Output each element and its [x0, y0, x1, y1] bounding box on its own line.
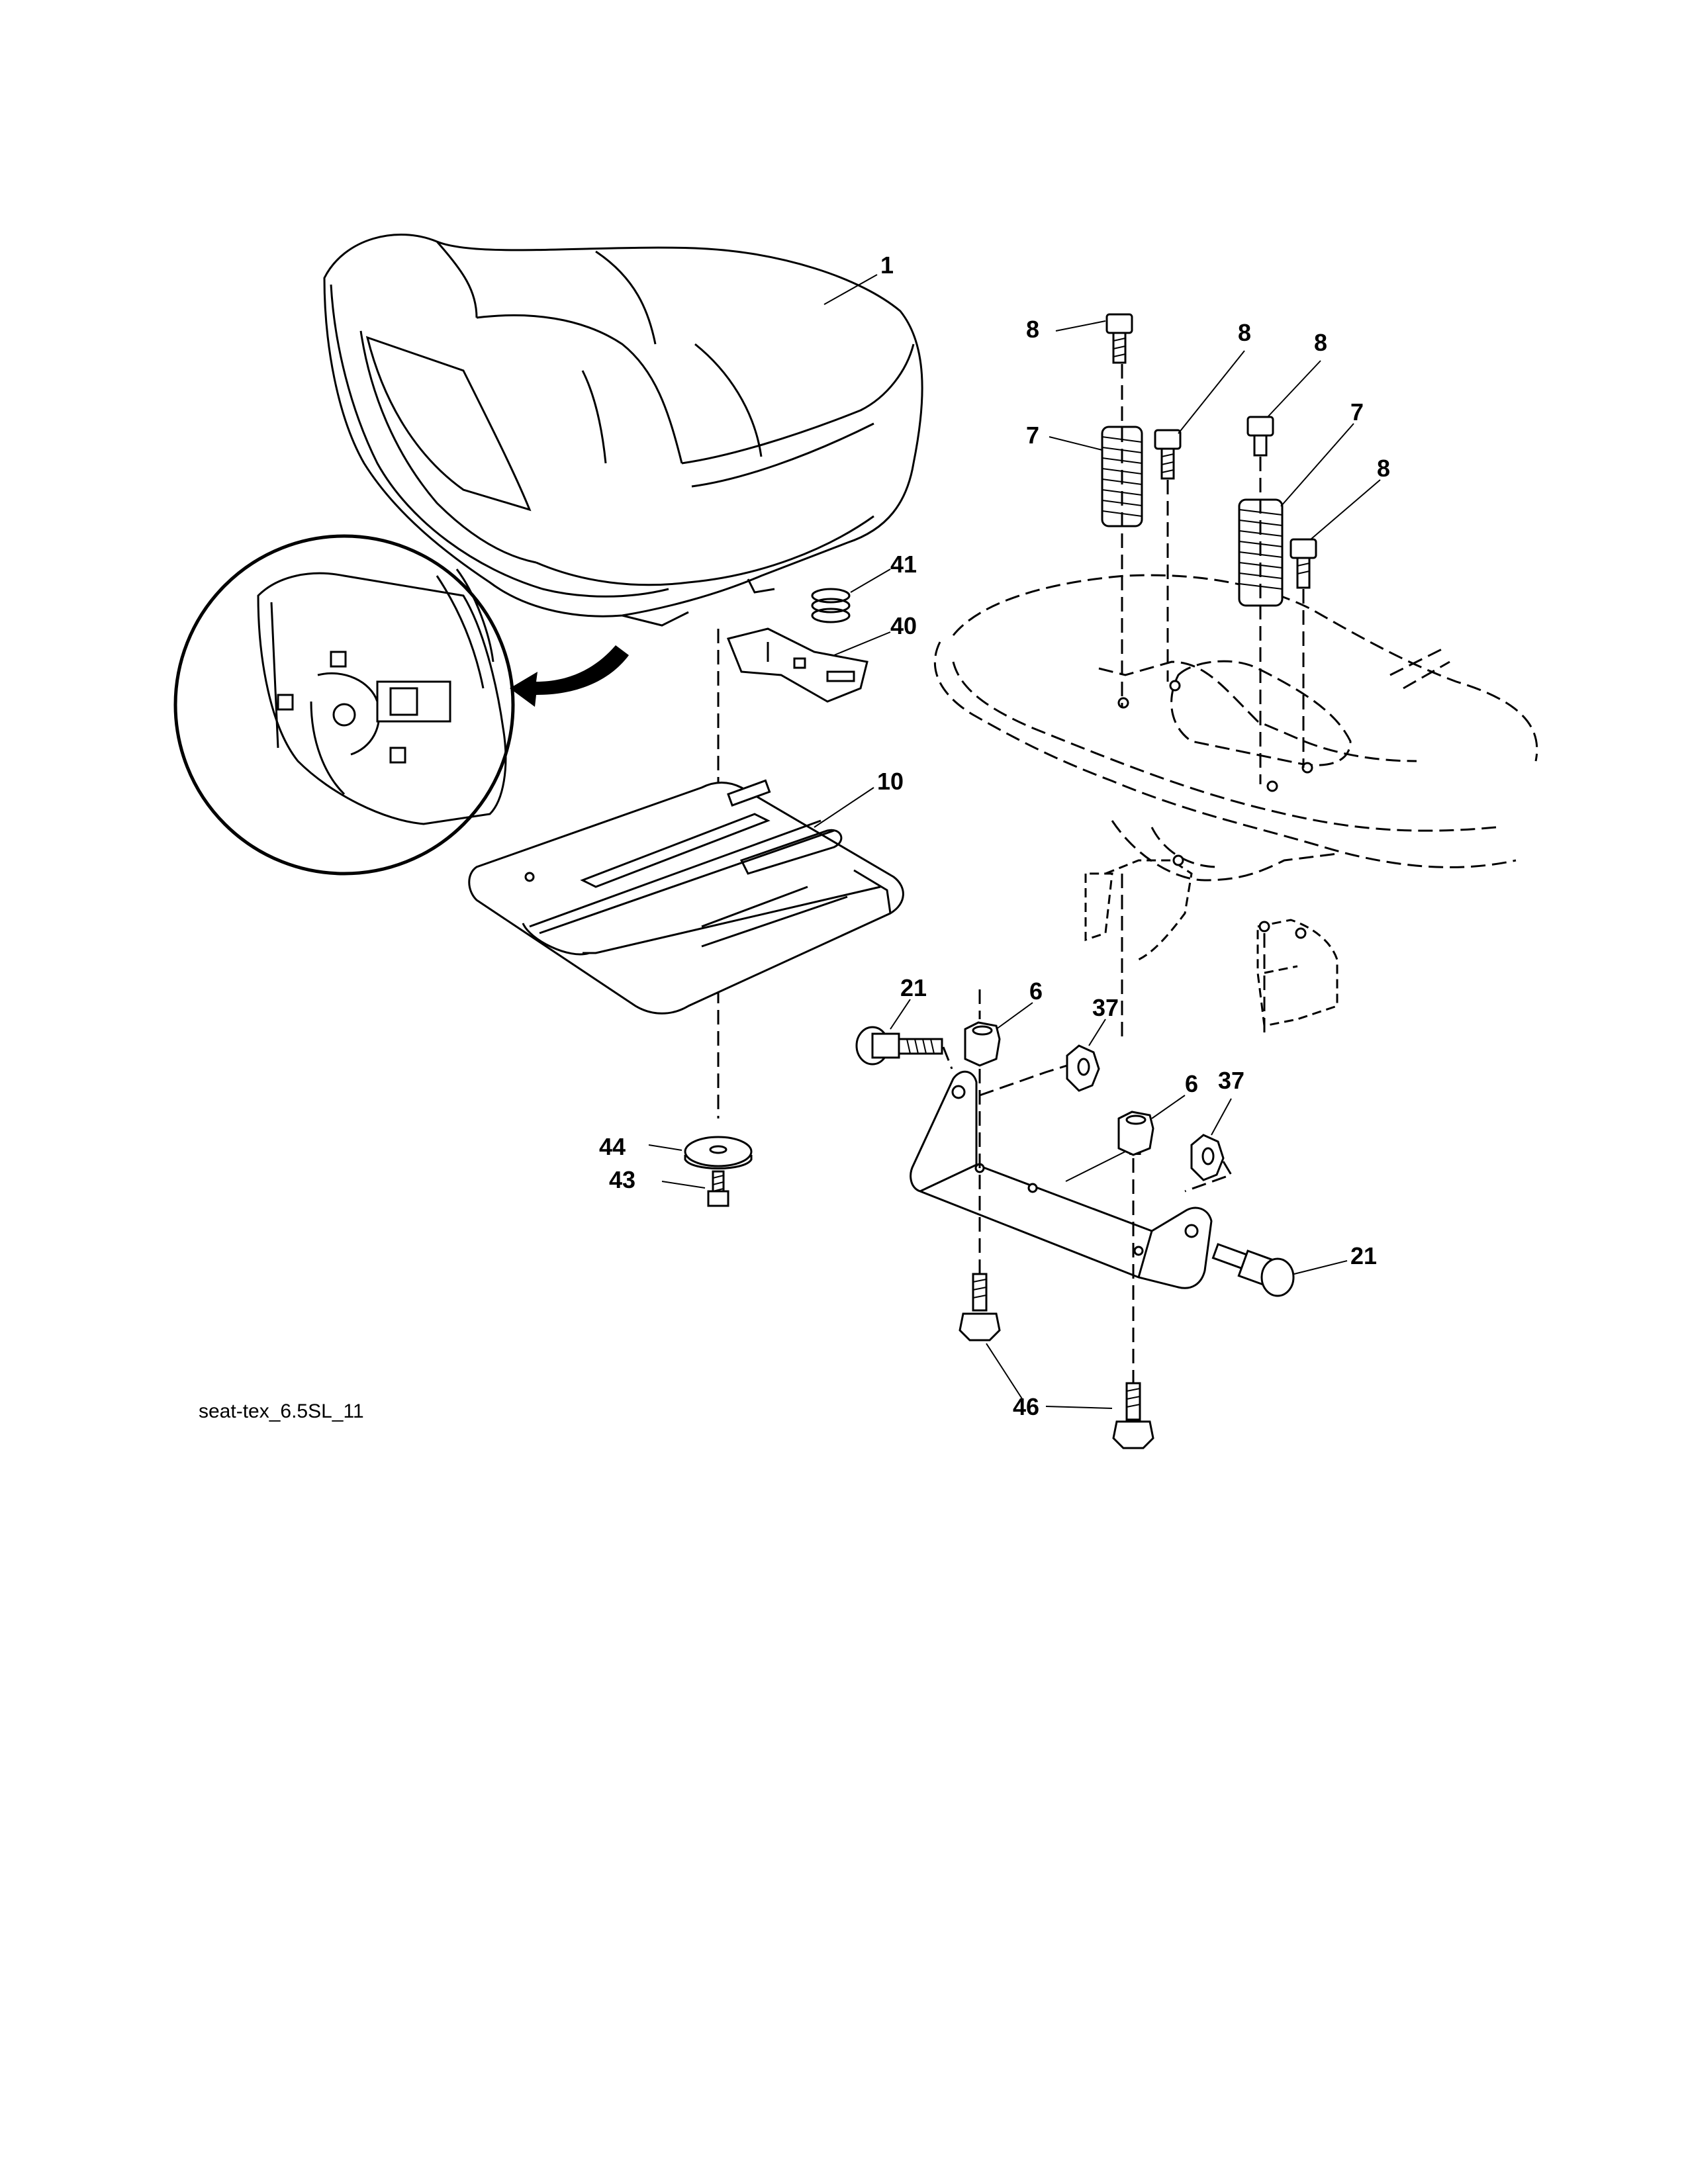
- leader-8d: [1310, 479, 1381, 540]
- callout-21a: 21: [900, 974, 927, 1001]
- bracket: [910, 1070, 1213, 1289]
- leader-7b: [1280, 423, 1354, 507]
- leader-40: [833, 631, 891, 656]
- clip: [726, 627, 868, 703]
- hex-nut-37-right: [1190, 1134, 1225, 1181]
- callout-46: 46: [1013, 1393, 1039, 1420]
- figure-caption: seat-tex_6.5SL_11: [199, 1400, 364, 1422]
- bolt-8a: [1105, 313, 1133, 364]
- leader-8b: [1178, 350, 1245, 434]
- callout-41: 41: [890, 551, 917, 578]
- leader-44: [648, 1144, 682, 1151]
- leader-21a: [890, 999, 911, 1030]
- nut-6-left: [964, 1021, 1001, 1067]
- callout-44: 44: [599, 1133, 626, 1160]
- callout-8d: 8: [1377, 455, 1390, 482]
- leader-8a: [1055, 320, 1106, 332]
- bolt-46-left: [959, 1273, 1001, 1342]
- callout-40: 40: [890, 612, 917, 639]
- detail-view: [173, 534, 515, 876]
- leader-6a: [996, 1002, 1033, 1030]
- shoulder-bolt-21-right: [1211, 1243, 1295, 1297]
- leader-8c: [1267, 360, 1321, 418]
- hex-nut-37-left: [1066, 1044, 1100, 1092]
- callout-1: 1: [880, 251, 894, 279]
- callout-8c: 8: [1314, 329, 1327, 356]
- callout-6b: 6: [1185, 1070, 1198, 1097]
- callout-6a: 6: [1029, 978, 1043, 1005]
- leader-43: [661, 1181, 706, 1189]
- leader-46: [1045, 1406, 1113, 1409]
- leader-41: [850, 569, 891, 593]
- washer: [684, 1136, 753, 1169]
- callout-10: 10: [877, 768, 904, 795]
- seat: [323, 234, 923, 627]
- shoulder-bolt-21-left: [855, 1026, 943, 1066]
- callout-7a: 7: [1026, 422, 1039, 449]
- arrow-icon: [510, 645, 629, 707]
- screw: [707, 1170, 729, 1207]
- leader-2: [1065, 1151, 1126, 1182]
- callout-8b: 8: [1238, 319, 1251, 346]
- leader-37a: [1088, 1019, 1106, 1046]
- callout-37a: 37: [1092, 994, 1119, 1021]
- leader-1: [823, 274, 878, 305]
- callout-8a: 8: [1026, 316, 1039, 343]
- frame: [933, 574, 1538, 1027]
- callout-43: 43: [609, 1166, 635, 1193]
- seat-pan: [468, 779, 904, 1015]
- callout-37b: 37: [1218, 1067, 1244, 1094]
- bolt-8b: [1154, 429, 1182, 480]
- bolt-8c: [1246, 416, 1274, 457]
- bolt-46-right: [1112, 1382, 1154, 1449]
- callout-7b: 7: [1350, 398, 1364, 426]
- bolt-8d: [1289, 538, 1317, 589]
- callout-21b: 21: [1350, 1242, 1377, 1269]
- nut-6-right: [1117, 1111, 1154, 1156]
- leader-21b: [1293, 1260, 1348, 1275]
- leader-10: [814, 787, 874, 828]
- small-spring: [811, 588, 851, 623]
- leader-6b: [1151, 1095, 1186, 1119]
- leader-37b: [1211, 1098, 1232, 1136]
- leader-7a: [1049, 436, 1103, 451]
